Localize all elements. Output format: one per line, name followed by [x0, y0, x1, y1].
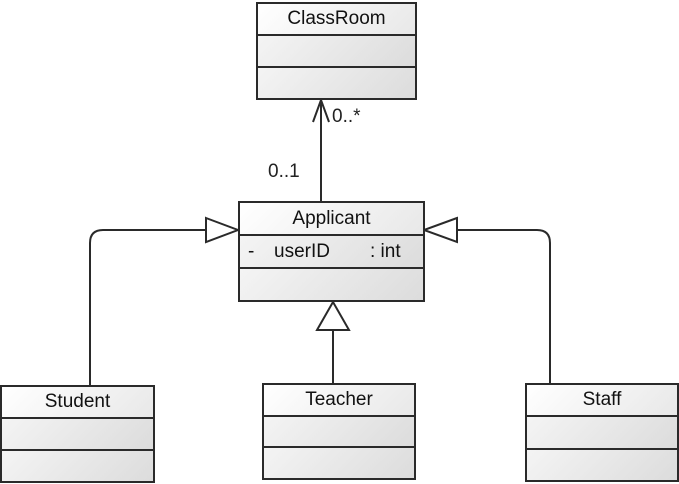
- operations-compartment: [240, 267, 423, 300]
- inheritance-triangle-staff-icon: [421, 216, 458, 244]
- navigable-arrowhead-icon: [312, 97, 330, 123]
- class-student[interactable]: Student: [0, 385, 155, 483]
- class-applicant[interactable]: Applicant - userID : int: [238, 201, 425, 302]
- class-name: ClassRoom: [258, 4, 415, 34]
- operations-compartment: [527, 447, 677, 480]
- class-name: Staff: [527, 385, 677, 416]
- operations-compartment: [258, 66, 415, 98]
- inheritance-triangle-student-icon: [205, 216, 241, 244]
- class-name: Student: [2, 387, 153, 417]
- multiplicity-classroom-end: 0..*: [332, 106, 361, 127]
- class-name: Teacher: [264, 385, 414, 415]
- attributes-compartment: [258, 34, 415, 66]
- attributes-compartment: [264, 414, 414, 447]
- attribute-name: userID: [274, 240, 330, 262]
- attribute-type: : int: [370, 240, 401, 262]
- class-classroom[interactable]: ClassRoom: [256, 2, 417, 100]
- multiplicity-applicant-end: 0..1: [268, 161, 300, 182]
- operations-compartment: [2, 449, 153, 481]
- class-name: Applicant: [240, 203, 423, 234]
- attribute-userid: - userID : int: [240, 234, 423, 267]
- inheritance-triangle-teacher-icon: [315, 299, 351, 331]
- operations-compartment: [264, 446, 414, 479]
- attributes-compartment: [2, 417, 153, 449]
- attribute-visibility: -: [248, 240, 255, 262]
- attributes-compartment: [527, 415, 677, 448]
- class-staff[interactable]: Staff: [525, 383, 679, 482]
- class-teacher[interactable]: Teacher: [262, 383, 416, 480]
- generalization-student-line[interactable]: [89, 229, 206, 385]
- generalization-staff-line[interactable]: [457, 229, 551, 383]
